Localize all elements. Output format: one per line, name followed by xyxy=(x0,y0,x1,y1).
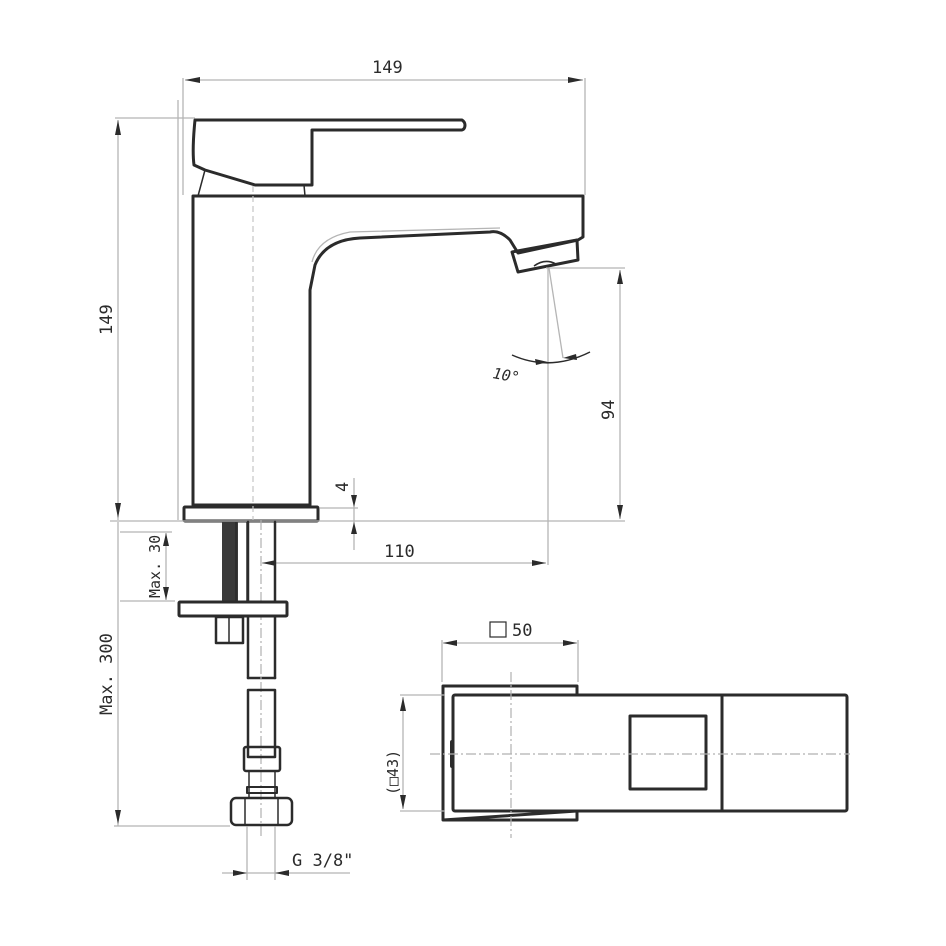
top-plan-view xyxy=(400,621,850,838)
spout-reach-label: 110 xyxy=(384,542,415,562)
side-elevation-view xyxy=(110,77,625,880)
overall-height-label: 149 xyxy=(97,304,117,335)
base-thickness-label: 4 xyxy=(333,482,353,492)
spout-height-label: 94 xyxy=(599,400,619,420)
base-square-label: (□43) xyxy=(384,750,402,795)
body-square-label: 50 xyxy=(512,621,532,641)
max-deck-thickness-label: Max. 30 xyxy=(146,535,164,598)
max-hose-length-label: Max. 300 xyxy=(97,633,117,715)
overall-width-label: 149 xyxy=(372,58,403,78)
spout-angle-label: 10° xyxy=(491,364,521,386)
thread-size-label: G 3/8" xyxy=(292,851,353,871)
